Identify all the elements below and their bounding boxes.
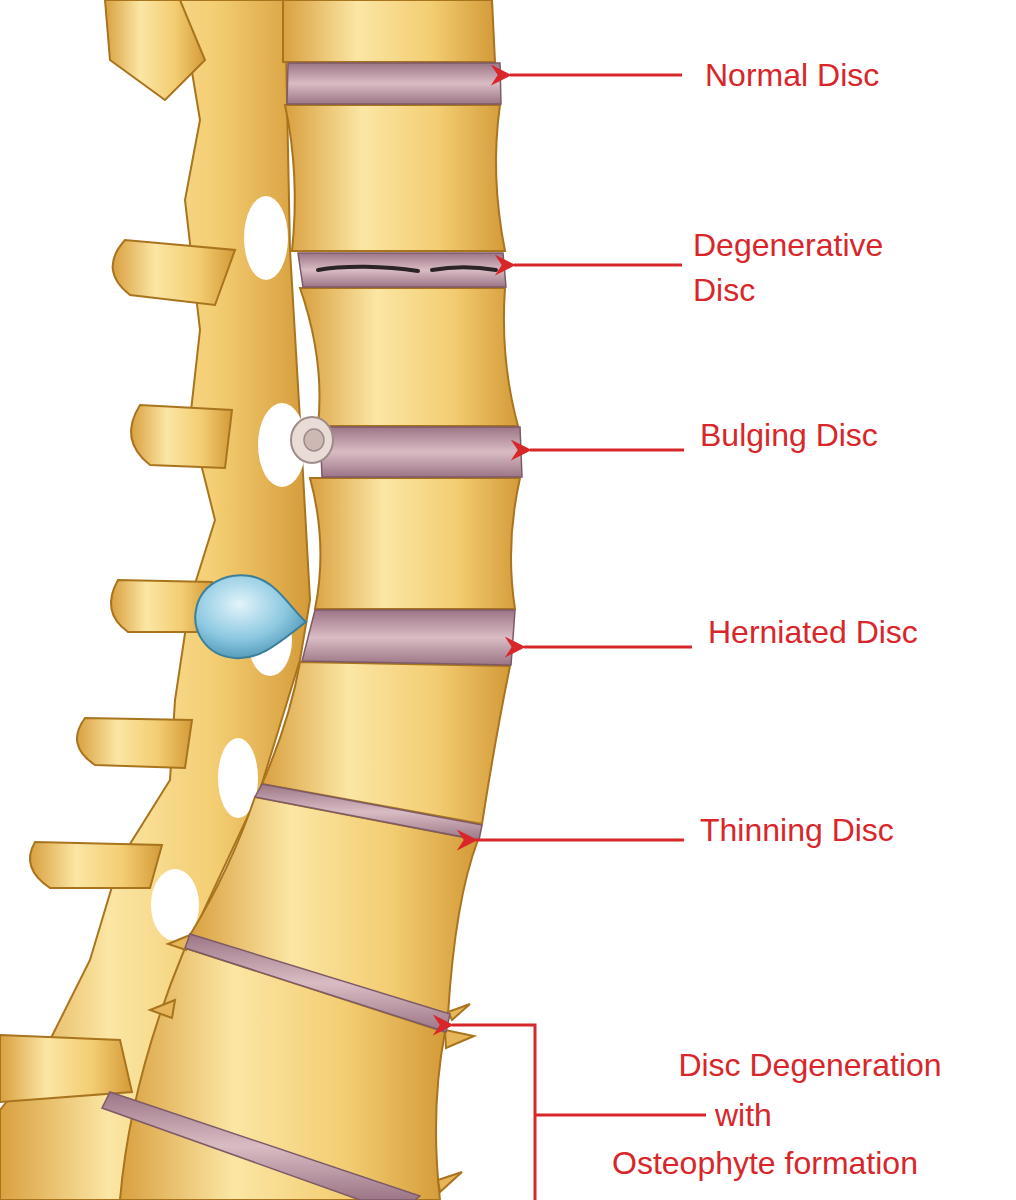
osteophytes xyxy=(445,1030,474,1048)
leader-arrow xyxy=(530,449,684,452)
part-label: Disc Degeneration xyxy=(610,1046,1010,1084)
osteophytes xyxy=(448,1004,470,1020)
osteophytes xyxy=(150,935,474,1192)
bulge xyxy=(291,417,333,463)
leader-arrow xyxy=(510,74,682,77)
part-label: Normal Disc xyxy=(705,56,879,94)
vertebral-bodies xyxy=(120,0,520,1200)
part-label: Osteophyte formation xyxy=(612,1144,918,1182)
disc-cracks xyxy=(432,267,496,270)
discs xyxy=(320,427,522,477)
part-label: with xyxy=(715,1096,772,1134)
vertebral-bodies xyxy=(300,288,518,426)
posterior-elements xyxy=(113,240,235,305)
herniation xyxy=(195,575,306,658)
leader-arrow xyxy=(452,75,706,1200)
vertebral-bodies xyxy=(310,478,520,609)
leader-arrow xyxy=(524,646,692,649)
part-label: Thinning Disc xyxy=(700,811,894,849)
part-label: Bulging Disc xyxy=(700,416,878,454)
discs xyxy=(102,63,522,1200)
leader-arrow xyxy=(452,1025,535,1200)
bulge xyxy=(304,429,324,451)
posterior-elements xyxy=(77,718,192,768)
vertebral-bodies xyxy=(283,0,495,62)
posterior-elements xyxy=(131,405,232,468)
discs xyxy=(255,784,482,840)
discs xyxy=(302,610,515,665)
vertebral-bodies xyxy=(285,105,505,251)
part-label: Degenerative Disc xyxy=(693,223,943,313)
discs xyxy=(102,1092,420,1200)
osteophytes xyxy=(150,1000,175,1018)
posterior-elements xyxy=(105,0,205,100)
intervertebral-foramina xyxy=(244,196,288,280)
bulge xyxy=(291,417,333,463)
leader-arrow xyxy=(514,264,682,267)
discs xyxy=(298,253,506,287)
leader-arrow xyxy=(476,839,684,842)
disc-cracks xyxy=(318,267,496,271)
posterior-elements xyxy=(30,842,162,888)
osteophytes xyxy=(438,1172,462,1192)
disc-cracks xyxy=(318,267,418,271)
discs xyxy=(185,934,450,1032)
discs xyxy=(287,63,501,104)
part-label: Herniated Disc xyxy=(708,613,918,651)
leader-arrow xyxy=(535,1114,706,1117)
